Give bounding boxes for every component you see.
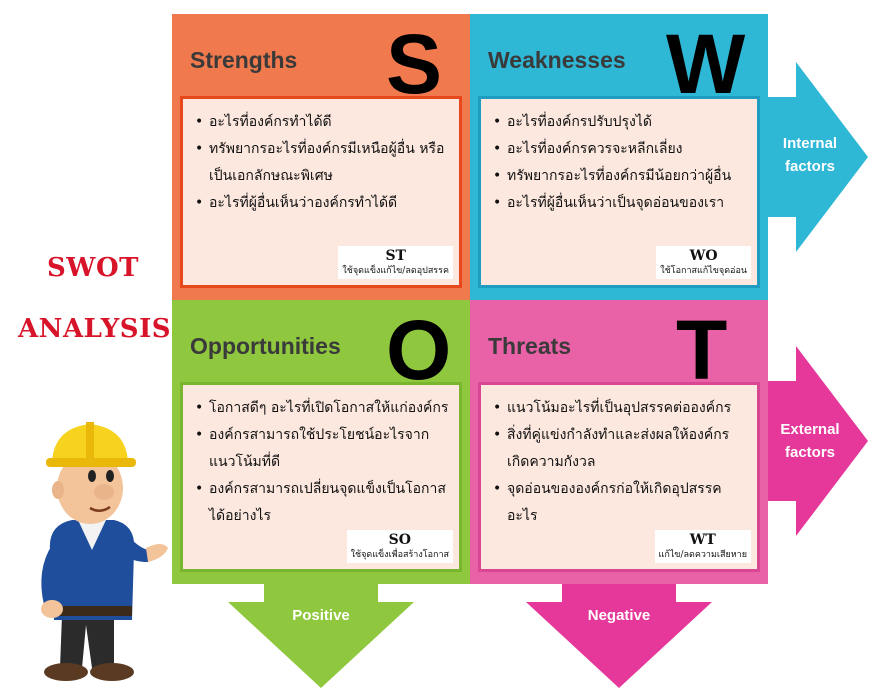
opportunities-box: •โอกาสดีๆ อะไรที่เปิดโอกาสให้แก่องค์กร •… <box>180 382 462 572</box>
threats-title: Threats <box>488 333 572 359</box>
st-text: ใช้จุดแข็งแก้ไข/ลดอุปสรรค <box>342 266 449 276</box>
positive-label: Positive <box>292 607 350 624</box>
threats-box: •แนวโน้มอะไรที่เป็นอุปสรรคต่อองค์กร •สิ่… <box>478 382 760 572</box>
weaknesses-item: •อะไรที่องค์กรควรจะหลีกเลี่ยง <box>493 141 683 157</box>
opportunities-letter: O <box>386 303 452 397</box>
opportunities-quadrant: Opportunities O •โอกาสดีๆ อะไรที่เปิดโอก… <box>172 300 470 584</box>
external-factors-label: External factors <box>768 418 852 464</box>
so-text: ใช้จุดแข็งเพื่อสร้างโอกาส <box>350 550 449 560</box>
wo-strategy-tag: WO ใช้โอกาสแก้ไขจุดอ่อน <box>656 246 751 279</box>
wo-text: ใช้โอกาสแก้ไขจุดอ่อน <box>660 266 747 276</box>
so-code: SO <box>388 532 411 548</box>
internal-label-line2: factors <box>784 158 836 175</box>
strengths-box: •อะไรที่องค์กรทำได้ดี •ทรัพยากรอะไรที่อง… <box>180 96 462 288</box>
negative-arrow <box>526 578 712 688</box>
internal-factors-label: Internal factors <box>768 132 852 178</box>
wt-code: WT <box>689 532 716 548</box>
weaknesses-header: Weaknesses W <box>470 14 768 106</box>
st-strategy-tag: ST ใช้จุดแข็งแก้ไข/ลดอุปสรรค <box>338 246 453 279</box>
threats-header: Threats T <box>470 300 768 392</box>
weaknesses-item: •ทรัพยากรอะไรที่องค์กรมีน้อยกว่าผู้อื่น <box>493 168 732 184</box>
opportunities-title: Opportunities <box>190 333 341 359</box>
positive-arrow-shape <box>228 578 414 688</box>
external-label-line1: External <box>780 421 840 438</box>
threats-item: •จุดอ่อนขององค์กรก่อให้เกิดอุปสรรคอะไร <box>493 481 722 524</box>
weaknesses-item: •อะไรที่องค์กรปรับปรุงได้ <box>493 114 652 130</box>
so-strategy-tag: SO ใช้จุดแข็งเพื่อสร้างโอกาส <box>346 530 453 563</box>
external-arrow-shape <box>760 346 868 536</box>
internal-factors-arrow <box>760 62 868 252</box>
internal-label-line1: Internal <box>782 135 838 152</box>
internal-arrow-shape <box>760 62 868 252</box>
threats-letter: T <box>676 303 728 397</box>
strengths-item: •อะไรที่องค์กรทำได้ดี <box>195 114 332 130</box>
external-factors-arrow <box>760 346 868 536</box>
weaknesses-item: •อะไรที่ผู้อื่นเห็นว่าเป็นจุดอ่อนของเรา <box>493 195 725 211</box>
threats-item: •แนวโน้มอะไรที่เป็นอุปสรรคต่อองค์กร <box>493 400 732 416</box>
weaknesses-letter: W <box>666 17 746 111</box>
wt-strategy-tag: WT แก้ไข/ลดความเสียหาย <box>654 530 751 563</box>
weaknesses-box: •อะไรที่องค์กรปรับปรุงได้ •อะไรที่องค์กร… <box>478 96 760 288</box>
swot-title-line1: SWOT <box>47 253 139 283</box>
st-code: ST <box>385 248 406 264</box>
negative-arrow-shape <box>526 578 712 688</box>
construction-worker-illustration <box>41 422 168 681</box>
strengths-item: •ทรัพยากรอะไรที่องค์กรมีเหนือผู้อื่น หรื… <box>195 141 445 184</box>
strengths-letter: S <box>386 17 443 111</box>
strengths-header: Strengths S <box>172 14 470 106</box>
wt-text: แก้ไข/ลดความเสียหาย <box>658 550 747 560</box>
threats-quadrant: Threats T •แนวโน้มอะไรที่เป็นอุปสรรคต่ออ… <box>470 300 768 584</box>
external-label-line2: factors <box>784 444 836 461</box>
strengths-item: •อะไรที่ผู้อื่นเห็นว่าองค์กรทำได้ดี <box>195 195 398 211</box>
wo-code: WO <box>689 248 718 264</box>
strengths-title: Strengths <box>190 47 298 73</box>
negative-label: Negative <box>587 607 651 624</box>
weaknesses-title: Weaknesses <box>488 47 626 73</box>
weaknesses-quadrant: Weaknesses W •อะไรที่องค์กรปรับปรุงได้ •… <box>470 14 768 300</box>
opportunities-item: •องค์กรสามารถเปลี่ยนจุดแข็งเป็นโอกาสได้อ… <box>195 481 446 524</box>
strengths-quadrant: Strengths S •อะไรที่องค์กรทำได้ดี •ทรัพย… <box>172 14 470 300</box>
swot-title-line2: ANALYSIS <box>18 314 172 344</box>
opportunities-header: Opportunities O <box>172 300 470 392</box>
opportunities-item: •องค์กรสามารถใช้ประโยชน์อะไรจากแนวโน้มที… <box>195 427 430 470</box>
threats-item: •สิ่งที่คู่แข่งกำลังทำและส่งผลให้องค์กรเ… <box>493 427 730 470</box>
positive-arrow <box>228 578 414 688</box>
opportunities-item: •โอกาสดีๆ อะไรที่เปิดโอกาสให้แก่องค์กร <box>195 400 449 416</box>
